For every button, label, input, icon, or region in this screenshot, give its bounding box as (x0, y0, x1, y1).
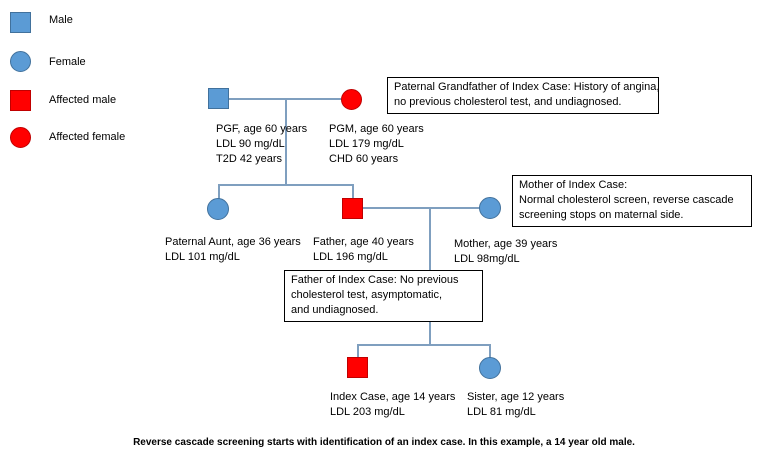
children-sibship-line (357, 344, 491, 346)
pgf-label: PGF, age 60 years LDL 90 mg/dL T2D 42 ye… (216, 123, 308, 165)
legend-affected-male-label: Affected male (49, 94, 117, 106)
pgm-label: PGM, age 60 years LDL 179 mg/dL CHD 60 y… (329, 123, 424, 165)
sister-label: Sister, age 12 years LDL 81 mg/dL (467, 391, 565, 418)
figure-caption: Reverse cascade screening starts with id… (133, 437, 635, 448)
father-drop-line (352, 184, 354, 199)
legend-female-circle (10, 51, 31, 72)
pgm-symbol (341, 89, 362, 110)
index-case-symbol (347, 357, 368, 378)
father-note: Father of Index Case: No previous choles… (284, 270, 483, 322)
mother-label: Mother, age 39 years LDL 98mg/dL (454, 238, 558, 265)
aunt-drop-line (218, 184, 220, 199)
father-label: Father, age 40 years LDL 196 mg/dL (313, 236, 414, 263)
pgf-symbol (208, 88, 229, 109)
legend-affected-male-square (10, 90, 31, 111)
mother-note: Mother of Index Case: Normal cholesterol… (512, 175, 752, 227)
paternal-aunt-label: Paternal Aunt, age 36 years LDL 101 mg/d… (165, 236, 301, 263)
grandparents-descent-line (285, 98, 287, 185)
legend-affected-female-label: Affected female (49, 131, 126, 143)
legend-male-label: Male (49, 14, 73, 26)
father-symbol (342, 198, 363, 219)
paternal-aunt-symbol (207, 198, 229, 220)
aunt-father-sibship-line (218, 184, 354, 186)
legend-affected-female-circle (10, 127, 31, 148)
grandfather-note: Paternal Grandfather of Index Case: Hist… (387, 77, 659, 114)
index-case-label: Index Case, age 14 years LDL 203 mg/dL (330, 391, 456, 418)
sister-drop-line (489, 344, 491, 358)
legend-male-square (10, 12, 31, 33)
legend-female-label: Female (49, 56, 86, 68)
parents-marriage-line (362, 207, 480, 209)
sister-symbol (479, 357, 501, 379)
index-drop-line (357, 344, 359, 358)
mother-symbol (479, 197, 501, 219)
